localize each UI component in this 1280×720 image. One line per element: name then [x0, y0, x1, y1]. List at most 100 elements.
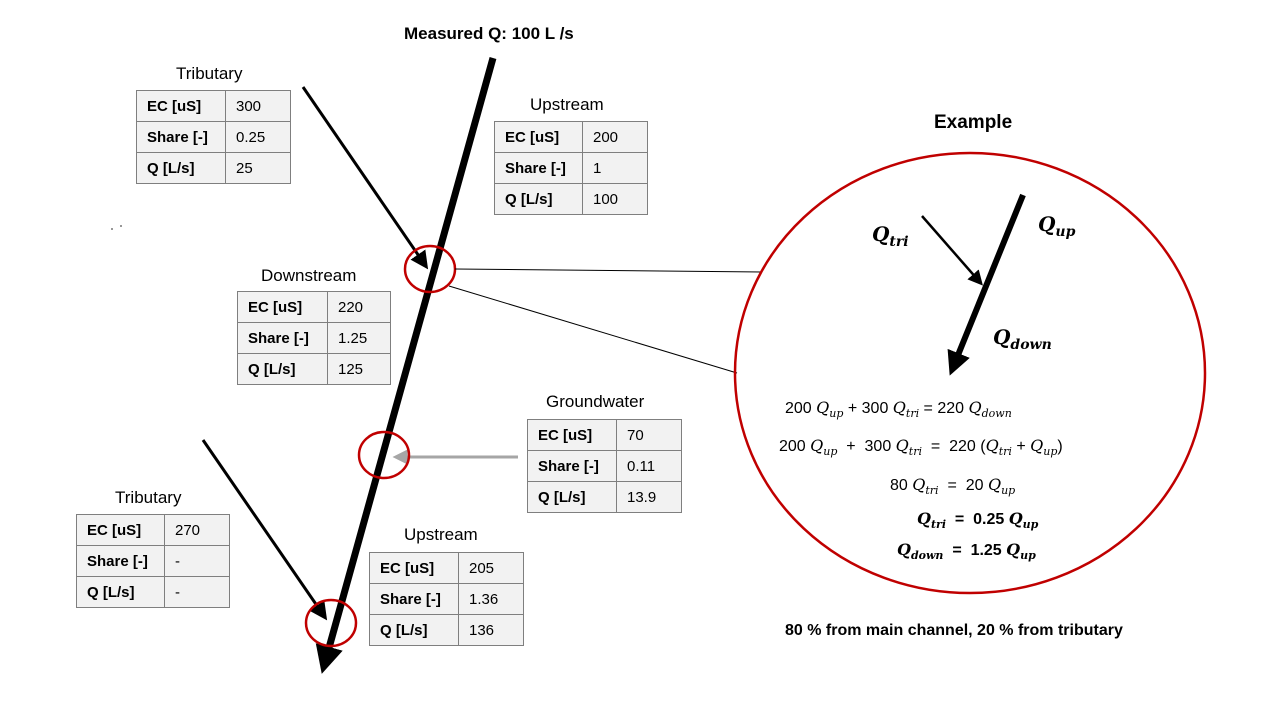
eq-var: Q [816, 398, 830, 417]
eq-var: Q [897, 540, 911, 559]
table-row: Q [L/s]136 [369, 614, 524, 646]
row-value: 220 [327, 291, 391, 323]
eq-sub: tri [930, 518, 946, 532]
row-key: Q [L/s] [237, 353, 328, 385]
row-key: EC [uS] [76, 514, 165, 546]
row-value: - [164, 576, 230, 608]
downstream-table: EC [uS]220 Share [-]1.25 Q [L/s]125 [237, 291, 391, 385]
upstream2-table: EC [uS]205 Share [-]1.36 Q [L/s]136 [369, 552, 524, 646]
row-key: Q [L/s] [369, 614, 459, 646]
groundwater-table: EC [uS]70 Share [-]0.11 Q [L/s]13.9 [527, 419, 682, 513]
example-main-arrow [947, 193, 1026, 376]
equation-3: 80 Qtri = 20 Qup [890, 475, 1015, 497]
table-row: EC [uS]70 [527, 419, 682, 451]
downstream-title: Downstream [261, 266, 357, 285]
row-key: Share [-] [76, 545, 165, 577]
row-key: EC [uS] [369, 552, 459, 584]
eq-text: 80 [890, 477, 913, 494]
q-base: Q [872, 222, 890, 246]
row-key: EC [uS] [136, 90, 226, 122]
eq-sub: up [1020, 549, 1036, 563]
row-key: EC [uS] [237, 291, 328, 323]
stray-dot [111, 228, 113, 230]
eq-sub: tri [908, 445, 922, 459]
table-row: EC [uS]205 [369, 552, 524, 584]
table-row: Share [-]- [76, 545, 230, 577]
tributary1-title: Tributary [176, 64, 243, 83]
confluence-circle-3 [304, 598, 358, 648]
row-value: 100 [582, 183, 648, 215]
eq-var: Q [987, 475, 1002, 494]
eq-sub: tri [905, 407, 920, 421]
zoom-connector-top [454, 268, 763, 273]
row-value: 1 [582, 152, 648, 184]
row-key: Q [L/s] [136, 152, 226, 184]
example-circle [733, 151, 1207, 595]
row-value: 136 [458, 614, 524, 646]
q-sub: up [1055, 224, 1076, 240]
eq-text: = 220 ( [922, 438, 986, 455]
table-row: Share [-]1.25 [237, 322, 391, 354]
eq-sub: down [910, 549, 944, 563]
eq-text: 200 [779, 438, 811, 455]
eq-text: = 0.25 [946, 511, 1009, 528]
table-row: EC [uS]300 [136, 90, 291, 122]
upstream1-table: EC [uS]200 Share [-]1 Q [L/s]100 [494, 121, 648, 215]
table-row: Q [L/s]100 [494, 183, 648, 215]
table-row: Q [L/s]25 [136, 152, 291, 184]
main-channel-arrow [315, 57, 497, 674]
eq-text: + 300 [843, 400, 893, 417]
row-value: 0.11 [616, 450, 682, 482]
q-down-label: Qdown [993, 325, 1052, 353]
upstream1-title: Upstream [530, 95, 604, 114]
eq-sub: down [981, 407, 1012, 421]
upstream2-title: Upstream [404, 525, 478, 544]
eq-var: Q [985, 436, 999, 455]
eq-sub: up [1001, 484, 1016, 498]
eq-sub: up [829, 407, 844, 421]
eq-text: 200 [785, 400, 817, 417]
row-value: 200 [582, 121, 648, 153]
row-value: 0.25 [225, 121, 291, 153]
row-value: 13.9 [616, 481, 682, 513]
row-value: 125 [327, 353, 391, 385]
eq-sub: tri [998, 445, 1012, 459]
table-row: EC [uS]200 [494, 121, 648, 153]
eq-sub: up [823, 445, 838, 459]
row-key: Share [-] [237, 322, 328, 354]
eq-sub: up [1043, 445, 1058, 459]
row-value: - [164, 545, 230, 577]
table-row: EC [uS]270 [76, 514, 230, 546]
row-value: 1.25 [327, 322, 391, 354]
row-value: 205 [458, 552, 524, 584]
tributary2-arrow [201, 439, 328, 621]
tributary1-arrow [301, 86, 429, 270]
q-base: Q [1038, 212, 1056, 236]
eq-text: = 1.25 [943, 542, 1007, 559]
q-sub: down [1010, 337, 1052, 353]
tributary1-table: EC [uS]300 Share [-]0.25 Q [L/s]25 [136, 90, 291, 184]
row-key: Share [-] [527, 450, 617, 482]
eq-var: Q [895, 436, 909, 455]
eq-text: = 20 [938, 477, 988, 494]
eq-var: Q [1008, 509, 1023, 528]
row-key: Q [L/s] [76, 576, 165, 608]
eq-sub: tri [925, 484, 939, 498]
row-key: EC [uS] [527, 419, 617, 451]
eq-text: + 300 [837, 438, 896, 455]
table-row: Q [L/s]13.9 [527, 481, 682, 513]
eq-var: Q [1006, 540, 1021, 559]
q-up-label: Qup [1038, 212, 1075, 240]
example-tributary-arrow [921, 215, 983, 286]
zoom-connector-bottom [448, 285, 738, 374]
eq-sub: up [1022, 518, 1039, 532]
row-value: 1.36 [458, 583, 524, 615]
q-tri-label: Qtri [872, 222, 909, 250]
equation-1: 200 Qup + 300 Qtri = 220 Qdown [785, 398, 1012, 420]
row-key: EC [uS] [494, 121, 583, 153]
row-key: Share [-] [136, 121, 226, 153]
eq-text: ) [1057, 438, 1063, 455]
q-base: Q [993, 325, 1011, 349]
row-value: 25 [225, 152, 291, 184]
